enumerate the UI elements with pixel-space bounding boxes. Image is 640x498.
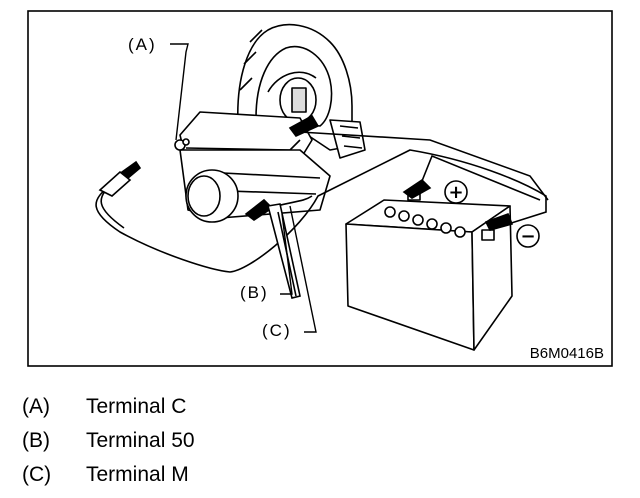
starter-test-diagram: (A) (B) (C) + − B6M0416B: [27, 10, 613, 367]
battery: [345, 189, 513, 351]
image-code: B6M0416B: [530, 345, 604, 362]
legend-key: (A): [22, 395, 50, 418]
legend-label: Terminal 50: [86, 429, 195, 452]
callout-c-leader: [289, 205, 317, 333]
positive-sign: +: [448, 182, 463, 203]
legend-key: (C): [22, 463, 52, 486]
legend-item-c: (C) Terminal M: [22, 458, 622, 492]
diagram-frame: [27, 10, 613, 367]
callout-b-label: (B): [240, 283, 269, 302]
callout-a-leader: [170, 43, 189, 141]
legend-item-a: (A) Terminal C: [22, 390, 622, 424]
positive-terminal-marker: +: [444, 180, 468, 204]
terminal-posts: [267, 203, 301, 299]
legend-label: Terminal M: [86, 463, 189, 486]
negative-terminal-marker: −: [516, 224, 540, 248]
starter-motor: [174, 23, 366, 223]
callout-a-label: (A): [128, 35, 157, 54]
negative-sign: −: [520, 226, 535, 247]
test-leads: [95, 131, 549, 273]
legend-label: Terminal C: [86, 395, 187, 418]
legend-key: (B): [22, 429, 50, 452]
terminal-legend: (A) Terminal C (B) Terminal 50 (C) Termi…: [22, 390, 622, 492]
callout-b-leader: [280, 213, 293, 295]
legend-item-b: (B) Terminal 50: [22, 424, 622, 458]
callout-c-label: (C): [262, 321, 292, 340]
